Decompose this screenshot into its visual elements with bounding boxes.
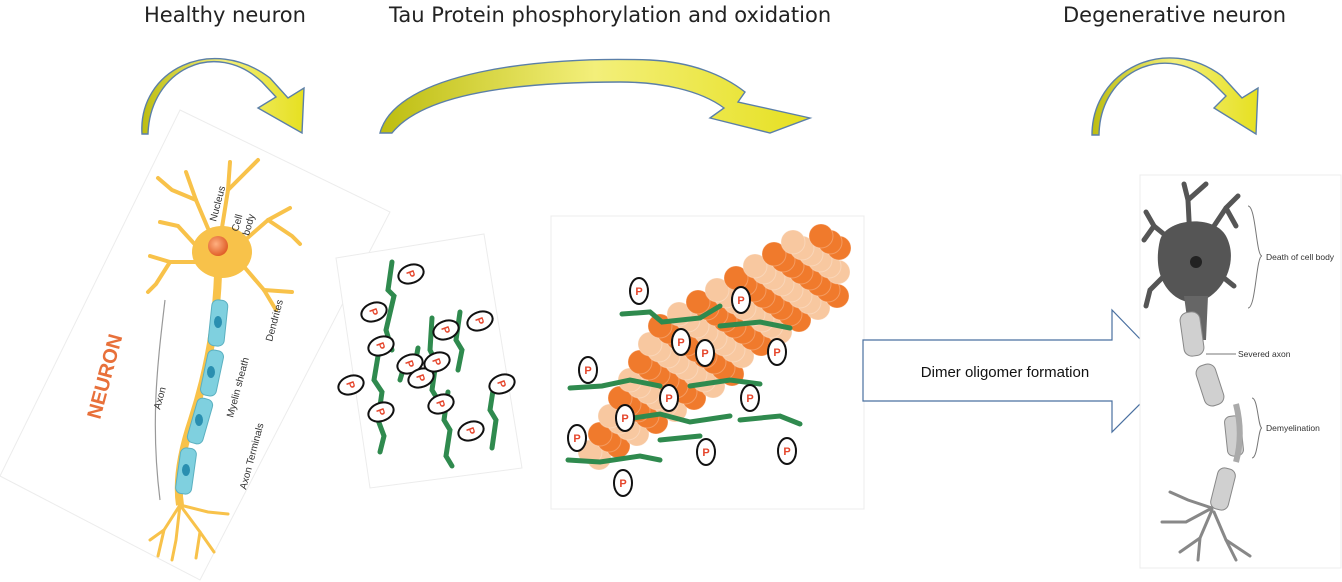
label-severed-axon: Severed axon xyxy=(1238,349,1291,359)
label-cell-body-line2: body xyxy=(241,213,257,237)
phosphate-marker: P xyxy=(740,384,760,412)
healthy-neuron-panel: NEURON Nucleus Cell body Dendrites Axon … xyxy=(0,109,391,581)
phosphate-label: P xyxy=(438,325,452,336)
dimer-oligomer-arrow: Dimer oligomer formation xyxy=(862,308,1173,434)
curved-arrow-healthy xyxy=(141,58,305,135)
phosphate-label: P xyxy=(737,295,744,307)
tubulin-subunit xyxy=(685,289,711,315)
phosphate-marker: P xyxy=(457,420,485,442)
tau-strand-bound xyxy=(657,433,703,443)
tau-strand-bound xyxy=(617,411,733,425)
phosphate-marker: P xyxy=(423,351,451,373)
phosphate-label: P xyxy=(677,337,684,349)
tau-strand-bound xyxy=(737,413,803,427)
tubulin-subunit xyxy=(808,223,834,249)
label-death-of-cell-body: Death of cell body xyxy=(1266,252,1335,262)
phosphate-marker: P xyxy=(360,301,388,323)
tau-strand-bound xyxy=(619,303,723,325)
phosphate-marker: P xyxy=(578,356,598,384)
degenerative-neuron-panel: Death of cell body Severed axon Demyelin… xyxy=(1139,174,1342,569)
phosphate-marker: P xyxy=(629,277,649,305)
phosphate-label: P xyxy=(573,433,580,445)
phosphate-label: P xyxy=(783,446,790,458)
phosphate-label: P xyxy=(635,286,642,298)
curved-arrow-tau xyxy=(379,58,813,134)
label-cell-body-line1: Cell xyxy=(230,213,245,232)
label-demyelination: Demyelination xyxy=(1266,423,1320,433)
phosphate-marker: P xyxy=(337,374,365,396)
phosphate-marker: P xyxy=(696,438,716,466)
phosphate-label: P xyxy=(746,393,753,405)
tubulin-subunit xyxy=(761,241,787,267)
title-healthy-neuron: Healthy neuron xyxy=(144,3,306,27)
tau-strand-bound xyxy=(567,377,663,391)
title-tau-phosphorylation: Tau Protein phosphorylation and oxidatio… xyxy=(389,3,832,27)
phosphate-label: P xyxy=(621,413,628,425)
phosphate-marker: P xyxy=(731,286,751,314)
degenerated-terminals xyxy=(1160,490,1252,562)
phosphate-marker: P xyxy=(567,424,587,452)
tau-strand-bound xyxy=(717,319,793,331)
phosphate-label: P xyxy=(472,316,486,327)
phosphate-label: P xyxy=(665,393,672,405)
tau-strand-bound xyxy=(565,453,663,465)
phosphate-label: P xyxy=(373,341,387,352)
phosphate-marker: P xyxy=(396,353,424,375)
phosphate-label: P xyxy=(702,447,709,459)
phosphate-label: P xyxy=(373,407,387,418)
phosphate-marker: P xyxy=(613,469,633,497)
phosphate-marker: P xyxy=(432,319,460,341)
phosphate-marker: P xyxy=(407,367,435,389)
phosphate-label: P xyxy=(413,373,427,384)
phosphate-marker: P xyxy=(367,335,395,357)
tubulin-subunit xyxy=(704,277,730,303)
phosphate-label: P xyxy=(619,478,626,490)
phosphate-marker: P xyxy=(659,384,679,412)
tubulin-subunit xyxy=(780,229,806,255)
phosphate-label: P xyxy=(429,357,443,368)
phosphate-marker: P xyxy=(397,263,425,285)
nucleus-shape xyxy=(208,236,228,256)
phosphate-marker: P xyxy=(777,437,797,465)
phosphate-label: P xyxy=(584,365,591,377)
phosphate-label: P xyxy=(463,426,477,437)
phosphate-label: P xyxy=(402,359,416,370)
title-degenerative-neuron: Degenerative neuron xyxy=(1063,3,1287,27)
phosphate-marker: P xyxy=(427,393,455,415)
phosphate-marker: P xyxy=(671,328,691,356)
phosphate-label: P xyxy=(701,348,708,360)
phosphate-marker: P xyxy=(367,401,395,423)
phosphate-label: P xyxy=(343,380,357,391)
dimer-oligomer-label: Dimer oligomer formation xyxy=(921,364,1089,381)
phosphate-label: P xyxy=(403,269,417,280)
microtubule-panel: P P P P P P P P P P P P P xyxy=(550,215,865,510)
tubulin-subunit xyxy=(742,253,768,279)
phosphate-marker: P xyxy=(488,373,516,395)
phosphate-marker: P xyxy=(695,339,715,367)
curved-arrow-degenerative xyxy=(1091,57,1259,136)
phosphate-marker: P xyxy=(767,338,787,366)
phosphate-label: P xyxy=(773,347,780,359)
phosphate-label: P xyxy=(366,307,380,318)
tau-strand xyxy=(487,381,499,451)
phosphate-label: P xyxy=(494,379,508,390)
phosphate-marker: P xyxy=(466,310,494,332)
phosphate-label: P xyxy=(433,399,447,410)
axon-terminals-shape xyxy=(148,503,230,562)
phosphate-marker: P xyxy=(615,404,635,432)
tau-strand-bound xyxy=(687,377,763,389)
